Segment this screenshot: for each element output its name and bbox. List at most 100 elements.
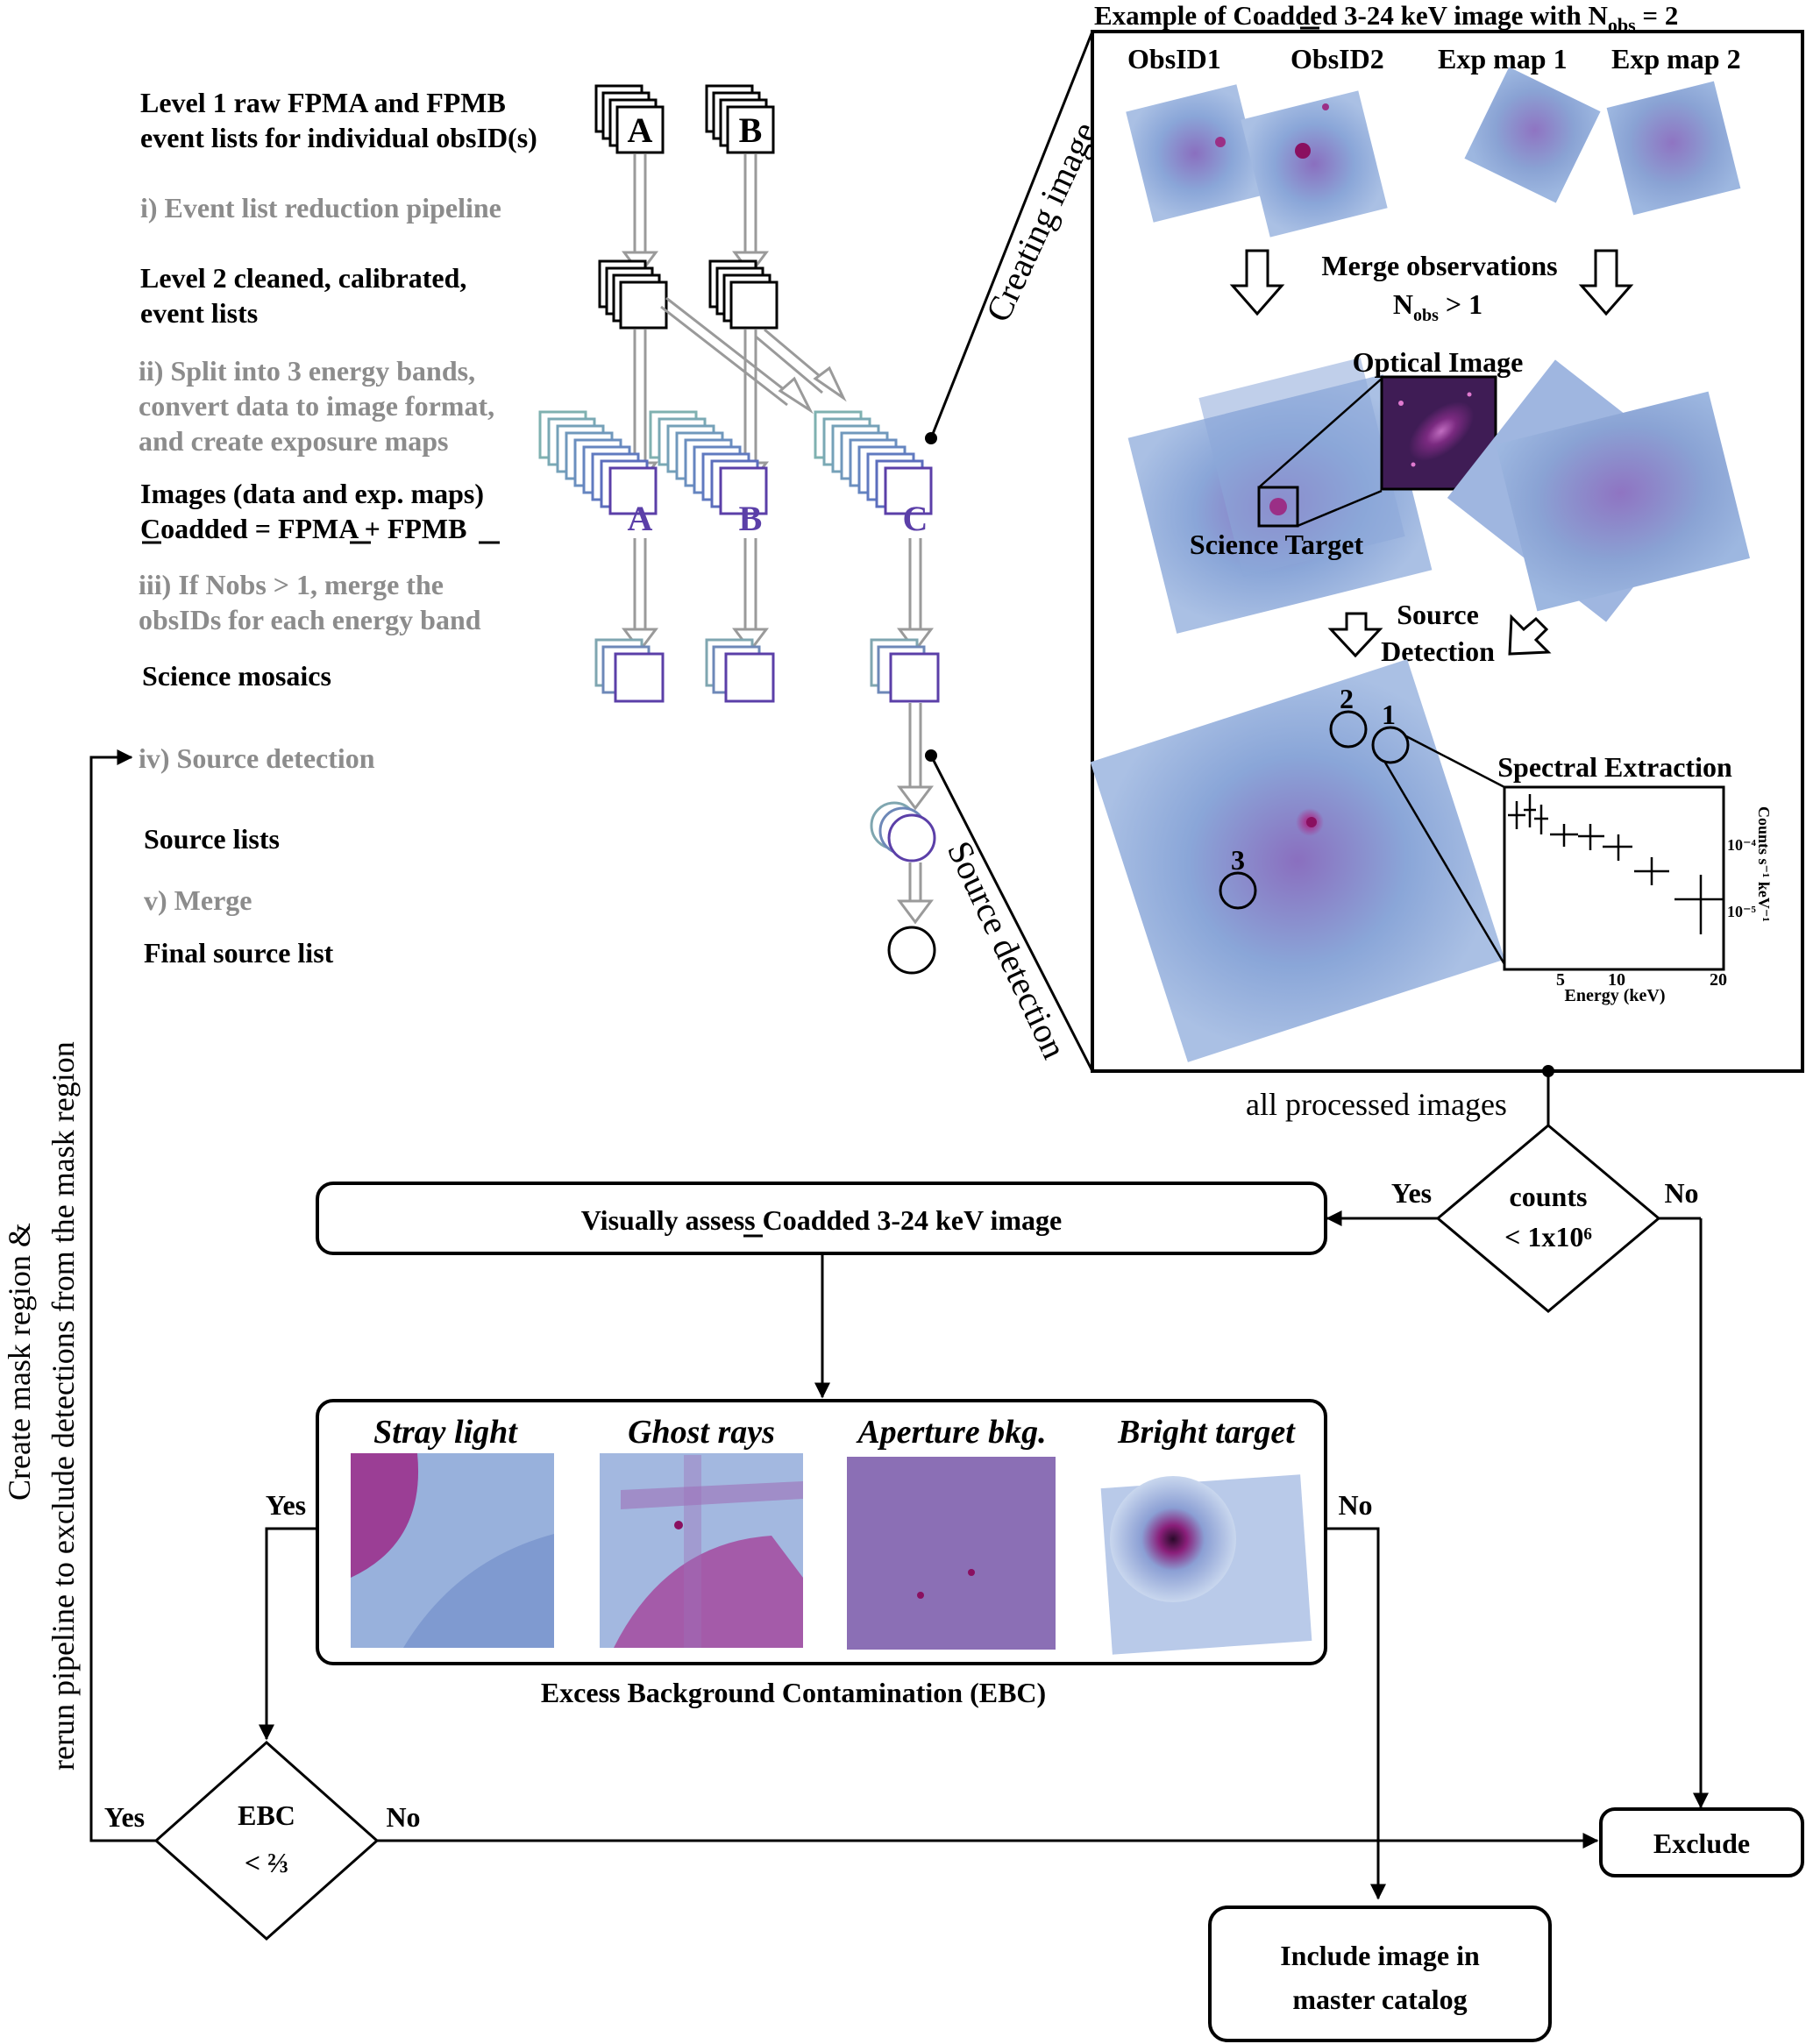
step2-line1: ii) Split into 3 energy bands, (139, 355, 475, 387)
mosaic-a (594, 638, 665, 703)
step1-label: i) Event list reduction pipeline (140, 192, 501, 224)
marker-1-label: 1 (1382, 699, 1396, 730)
image-stacks (538, 410, 933, 515)
mosaic-b (705, 638, 775, 703)
spectrum-frame (1503, 785, 1725, 971)
spec-xtick-1: 5 (1556, 970, 1565, 990)
example-panel: Example of Coadded 3-24 keV image with N… (1090, 0, 1804, 1073)
optical-label: Optical Image (1353, 346, 1524, 378)
all-processed-label: all processed images (1246, 1087, 1507, 1122)
step2-line3: and create exposure maps (139, 425, 448, 457)
stack-c-label: C (903, 499, 928, 538)
col-exp2: Exp map 2 (1611, 43, 1741, 75)
image-stack-frame (608, 466, 658, 515)
exclude-box (1599, 1807, 1804, 1877)
ebc-box (316, 1399, 1327, 1665)
stack-a-label: A (628, 499, 653, 538)
science-target-label: Science Target (1190, 529, 1364, 560)
level2-stack-b (708, 259, 779, 330)
ebc-stray-light-image (351, 1453, 554, 1648)
spec-xtick-2: 10 (1608, 970, 1625, 990)
include-line1: Include image in (1280, 1940, 1480, 1971)
ebc-ghost-rays-image (600, 1453, 803, 1648)
source-detection-label: Source detection (940, 835, 1075, 1065)
images-line2: Coadded = FPMA + FPMB (140, 513, 466, 544)
level2-line2: event lists (140, 297, 258, 329)
box-a-label: A (628, 110, 653, 150)
visual-assess-label: Visually assess Coadded 3-24 keV image (581, 1204, 1063, 1236)
left-label-line2: rerun pipeline to exclude detections fro… (46, 1041, 81, 1771)
col-exp1: Exp map 1 (1438, 43, 1568, 75)
images-line1: Images (data and exp. maps) (140, 478, 484, 509)
ebc-diamond-line2: < ⅔ (245, 1847, 288, 1878)
obsid2-image (1241, 90, 1388, 238)
level2-stack-a (598, 259, 668, 330)
panel-connectors: Creating image Source detection (925, 31, 1105, 1072)
obsid1-image (1126, 84, 1264, 223)
mosaics-label: Science mosaics (142, 660, 331, 692)
level1-line1: Level 1 raw FPMA and FPMB (140, 87, 506, 118)
spec-xlabel: Energy (keV) (1565, 986, 1666, 1005)
panel-title: Example of Coadded 3-24 keV image with N… (1094, 0, 1678, 36)
counts-line2: < 1x10⁶ (1504, 1221, 1592, 1253)
ebc-aperture-image (847, 1457, 1056, 1650)
ebc-type-2: Ghost rays (628, 1414, 775, 1451)
source-lists-label: Source lists (144, 823, 280, 855)
spec-ylabel: Counts s⁻¹ keV⁻¹ (1755, 806, 1773, 922)
spectrum-title: Spectral Extraction (1497, 751, 1732, 783)
yes1-label: Yes (1391, 1177, 1432, 1209)
no2-label: No (1338, 1489, 1372, 1521)
ebc-type-3: Aperture bkg. (856, 1414, 1046, 1451)
nobs-label: Nobs > 1 (1393, 288, 1482, 325)
marker-circle-1 (1371, 726, 1410, 764)
spec-ytick-2: 10⁻⁵ (1727, 903, 1757, 920)
ebc-type-1: Stray light (373, 1414, 518, 1451)
include-box (1208, 1906, 1552, 2042)
ebc-type-4: Bright target (1117, 1414, 1296, 1451)
spectrum-points (1508, 794, 1724, 934)
step3-line1: iii) If Nobs > 1, merge the (139, 569, 444, 600)
merge-arrow-right (1578, 249, 1634, 316)
mosaic-c (870, 638, 940, 703)
step3-line2: obsIDs for each energy band (139, 604, 481, 635)
counts-diamond (1435, 1124, 1661, 1313)
merged-image (1127, 358, 1433, 634)
step5-label: v) Merge (144, 884, 252, 916)
gray-arrows-3 (622, 538, 934, 653)
image-stack-frame (884, 466, 933, 515)
no3-label: No (386, 1801, 420, 1833)
ebc-bright-target-image (1100, 1474, 1312, 1655)
srcdet-arrow-right (1508, 614, 1552, 656)
exp1-image (1464, 67, 1601, 203)
marker-circle-3 (1219, 871, 1257, 910)
ebc-diamond (153, 1740, 380, 1941)
detection-image (1090, 659, 1506, 1062)
step4-label: iv) Source detection (139, 742, 375, 774)
level1-stack-b: B (705, 84, 775, 154)
level2-line1: Level 2 cleaned, calibrated, (140, 262, 466, 294)
marker-3-label: 3 (1231, 844, 1245, 876)
image-stack-frame (719, 466, 768, 515)
source-list-circles (870, 801, 936, 862)
step2-line2: convert data to image format, (139, 390, 494, 422)
col-obsid2: ObsID2 (1291, 43, 1384, 75)
spec-ytick-1: 10⁻⁴ (1727, 836, 1757, 854)
left-label-line1: Create mask region & (2, 1223, 37, 1501)
counts-line1: counts (1510, 1181, 1588, 1212)
final-list-circle (887, 926, 936, 975)
merge-label: Merge observations (1321, 250, 1557, 281)
pipeline-labels: Level 1 raw FPMA and FPMB event lists fo… (139, 87, 537, 969)
marker-circle-2 (1329, 710, 1368, 749)
exp2-image (1606, 81, 1741, 216)
col-obsid1: ObsID1 (1127, 43, 1221, 75)
ebc-diamond-line1: EBC (238, 1799, 295, 1831)
srcdet-arrow-left (1327, 612, 1383, 658)
srcdet-label-1: Source (1397, 599, 1479, 630)
box-b-label: B (739, 110, 763, 150)
science-target-box (1257, 486, 1299, 528)
spec-xtick-3: 20 (1710, 970, 1727, 990)
yes3-label: Yes (104, 1801, 145, 1833)
stack-b-label: B (739, 499, 763, 538)
gray-arrows-4 (897, 703, 934, 925)
